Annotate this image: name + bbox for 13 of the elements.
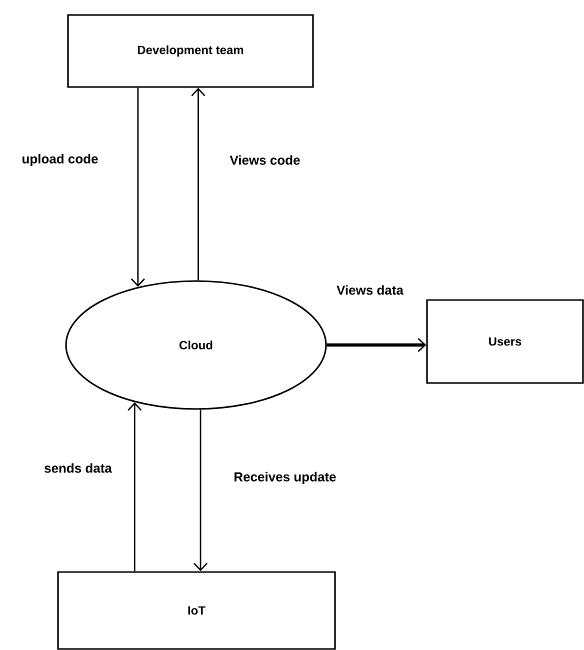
edge-label: upload code — [20, 152, 100, 168]
process-box: Development team — [67, 14, 314, 88]
edge-label: Receives update — [232, 470, 338, 486]
arrow — [130, 88, 145, 287]
edge-label: Views data — [336, 284, 404, 296]
arrow — [326, 338, 426, 352]
edge-label: sends data — [43, 462, 113, 474]
process-box: Users — [426, 299, 584, 384]
arrow — [128, 402, 142, 572]
process-box: IoT — [57, 571, 336, 650]
edge-label: Views code — [228, 154, 302, 166]
arrow — [191, 88, 206, 280]
arrow — [194, 410, 208, 572]
